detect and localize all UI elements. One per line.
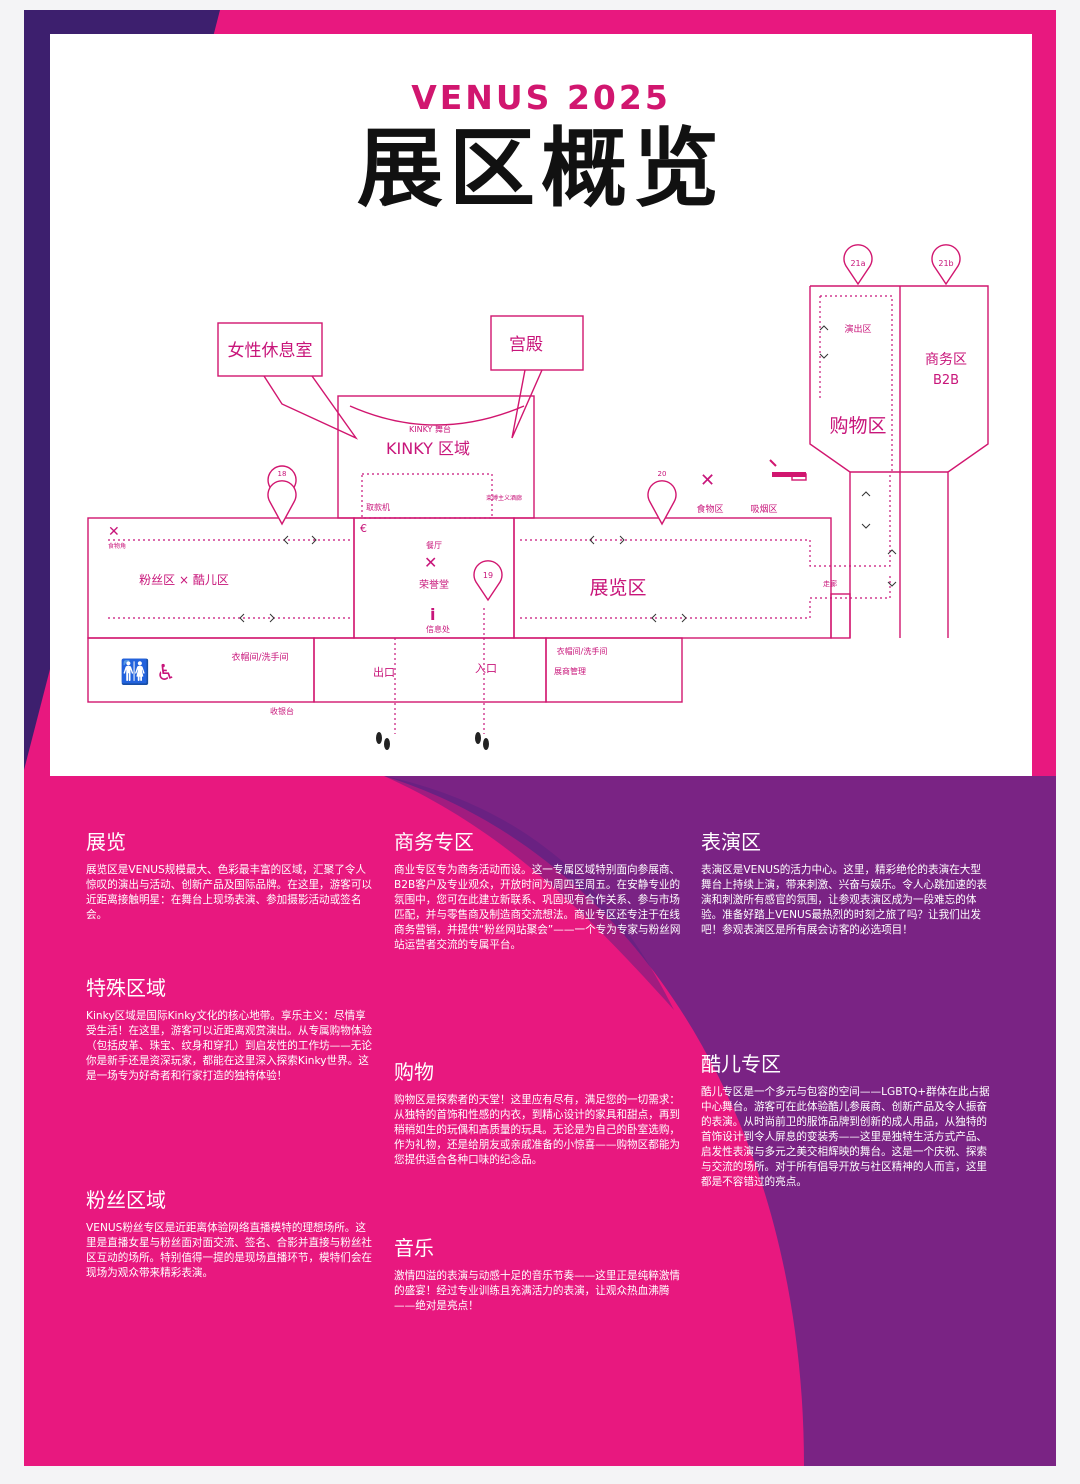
floor-map: 18 19 20 21a 21b ✕ ✕ ✕ i € 🚻 ♿ [87,244,989,750]
section-special-title: 特殊区域 [86,976,166,1000]
section-shopping-body: 购物区是探索者的天堂！这里应有尽有，满足您的一切需求：从独特的首饰和性感的内衣，… [394,1094,681,1166]
pin-21b: 21b [938,259,953,268]
label-performance: 演出区 [844,323,871,335]
section-music: 音乐 激情四溢的表演与动感十足的音乐节奏——这里正是纯粹激情的盛宴！经过专业训练… [394,1232,684,1314]
callout-womens-lounge: 女性休息室 [228,341,313,361]
label-shopping: 购物区 [829,415,886,437]
info-icon: i [430,605,435,624]
poster: VENUS 2025 展区概览 [24,10,1056,1466]
fork-knife-icon: ✕ [700,470,715,491]
label-atm: 取款机 [366,502,390,512]
label-cloak-right: 衣帽间/洗手间 [557,646,608,656]
label-business: 商务区 [925,352,967,368]
section-music-title: 音乐 [394,1236,434,1260]
section-queer: 酷儿专区 酷儿专区是一个多元与包容的空间——LGBTQ+群体在此占据中心舞台。游… [701,1048,991,1190]
label-corridor: 走廊 [823,579,837,588]
section-shopping: 购物 购物区是探索者的天堂！这里应有尽有，满足您的一切需求：从独特的首饰和性感的… [394,1056,684,1168]
section-business: 商务专区 商业专区专为商务活动而设。这一专属区域特别面向参展商、B2B客户及专业… [394,826,684,953]
section-fans-title: 粉丝区域 [86,1188,166,1212]
label-checkout: 收银台 [270,706,294,716]
label-exhibitor-mgmt: 展商管理 [554,666,586,676]
label-exhibition: 展览区 [589,577,646,599]
section-special-body: Kinky区域是国际Kinky文化的核心地带。享乐主义：尽情享受生活！在这里，游… [86,1010,373,1082]
section-business-title: 商务专区 [394,830,474,854]
accessible-icon: ♿ [156,661,176,686]
label-cloak-left: 衣帽间/洗手间 [231,651,288,663]
section-exhibition: 展览 展览区是VENUS规模最大、色彩最丰富的区域，汇聚了令人惊叹的演出与活动、… [86,826,376,923]
section-performance-title: 表演区 [701,830,761,854]
label-smoking: 吸烟区 [750,503,777,515]
footprints-icon [376,732,489,750]
cigarette-icon [769,459,806,477]
label-exit: 出口 [373,665,395,679]
pin-20: 20 [658,470,667,478]
section-business-body: 商业专区专为商务活动而设。这一专属区域特别面向参展商、B2B客户及专业观众，开放… [394,864,681,951]
section-shopping-title: 购物 [394,1060,434,1084]
label-entrance: 入口 [475,662,497,675]
map-panel: VENUS 2025 展区概览 [50,34,1032,776]
brand-title: VENUS 2025 [411,78,671,117]
section-music-body: 激情四溢的表演与动感十足的音乐节奏——这里正是纯粹激情的盛宴！经过专业训练且充满… [394,1270,681,1312]
label-info: 信息处 [426,624,450,634]
page-title: 展区概览 [357,118,725,219]
euro-icon: € [360,522,367,535]
label-kinky-area: KINKY 区域 [386,439,470,458]
label-bondage: 束缚主义酒廊 [486,494,522,502]
pin-21a: 21a [850,259,865,268]
section-queer-title: 酷儿专区 [701,1052,781,1076]
label-kinky-stage: KINKY 舞台 [409,424,451,434]
label-fan-cool: 粉丝区 × 酷儿区 [139,573,229,587]
restroom-icon: 🚻 [120,658,150,686]
pin-18: 18 [278,470,287,478]
section-exhibition-body: 展览区是VENUS规模最大、色彩最丰富的区域，汇聚了令人惊叹的演出与活动、创新产… [86,864,373,921]
label-food-small: 食物角 [108,542,126,550]
section-queer-body: 酷儿专区是一个多元与包容的空间——LGBTQ+群体在此占据中心舞台。游客可在此体… [701,1086,990,1188]
label-hall-of-fame: 荣誉堂 [419,578,449,591]
label-b2b: B2B [933,373,959,388]
section-performance: 表演区 表演区是VENUS的活力中心。这里，精彩绝伦的表演在大型舞台上持续上演，… [701,826,991,938]
label-restaurant: 餐厅 [426,541,442,550]
callout-palace: 宫殿 [509,335,543,355]
section-fans: 粉丝区域 VENUS粉丝专区是近距离体验网络直播模特的理想场所。这里是直播女星与… [86,1184,376,1281]
fork-knife-icon: ✕ [108,524,120,540]
section-performance-body: 表演区是VENUS的活力中心。这里，精彩绝伦的表演在大型舞台上持续上演，带来刺激… [701,864,988,936]
section-exhibition-title: 展览 [86,830,126,854]
label-food-area: 食物区 [696,503,723,515]
section-fans-body: VENUS粉丝专区是近距离体验网络直播模特的理想场所。这里是直播女星与粉丝面对面… [86,1222,373,1279]
pin-19: 19 [483,571,493,580]
fork-knife-icon: ✕ [424,553,437,572]
section-special: 特殊区域 Kinky区域是国际Kinky文化的核心地带。享乐主义：尽情享受生活！… [86,972,376,1084]
